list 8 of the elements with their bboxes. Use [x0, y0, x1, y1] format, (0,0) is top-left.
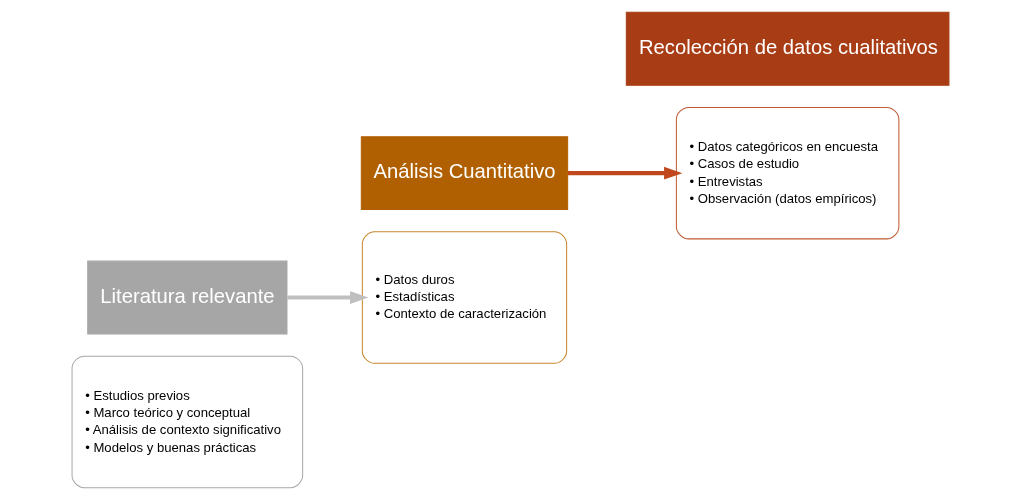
- arrow: [568, 166, 683, 180]
- arrow: [287, 291, 369, 304]
- node-box: • Estudios previos • Marco teórico y conceptual • Análisis de contexto significativo • Modelos y buenas prácticas: [71, 355, 304, 489]
- node-box: • Datos duros • Estadísticas • Contexto de caracterización: [361, 231, 568, 364]
- node-box: • Datos categóricos en encuesta • Casos de estudio • Entrevistas • Observación (datos empíricos): [675, 106, 900, 240]
- node-box: Recolección de datos cualitativos: [625, 11, 950, 86]
- node-box: Análisis Cuantitativo: [360, 136, 569, 211]
- node-box: Literatura relevante: [87, 260, 288, 335]
